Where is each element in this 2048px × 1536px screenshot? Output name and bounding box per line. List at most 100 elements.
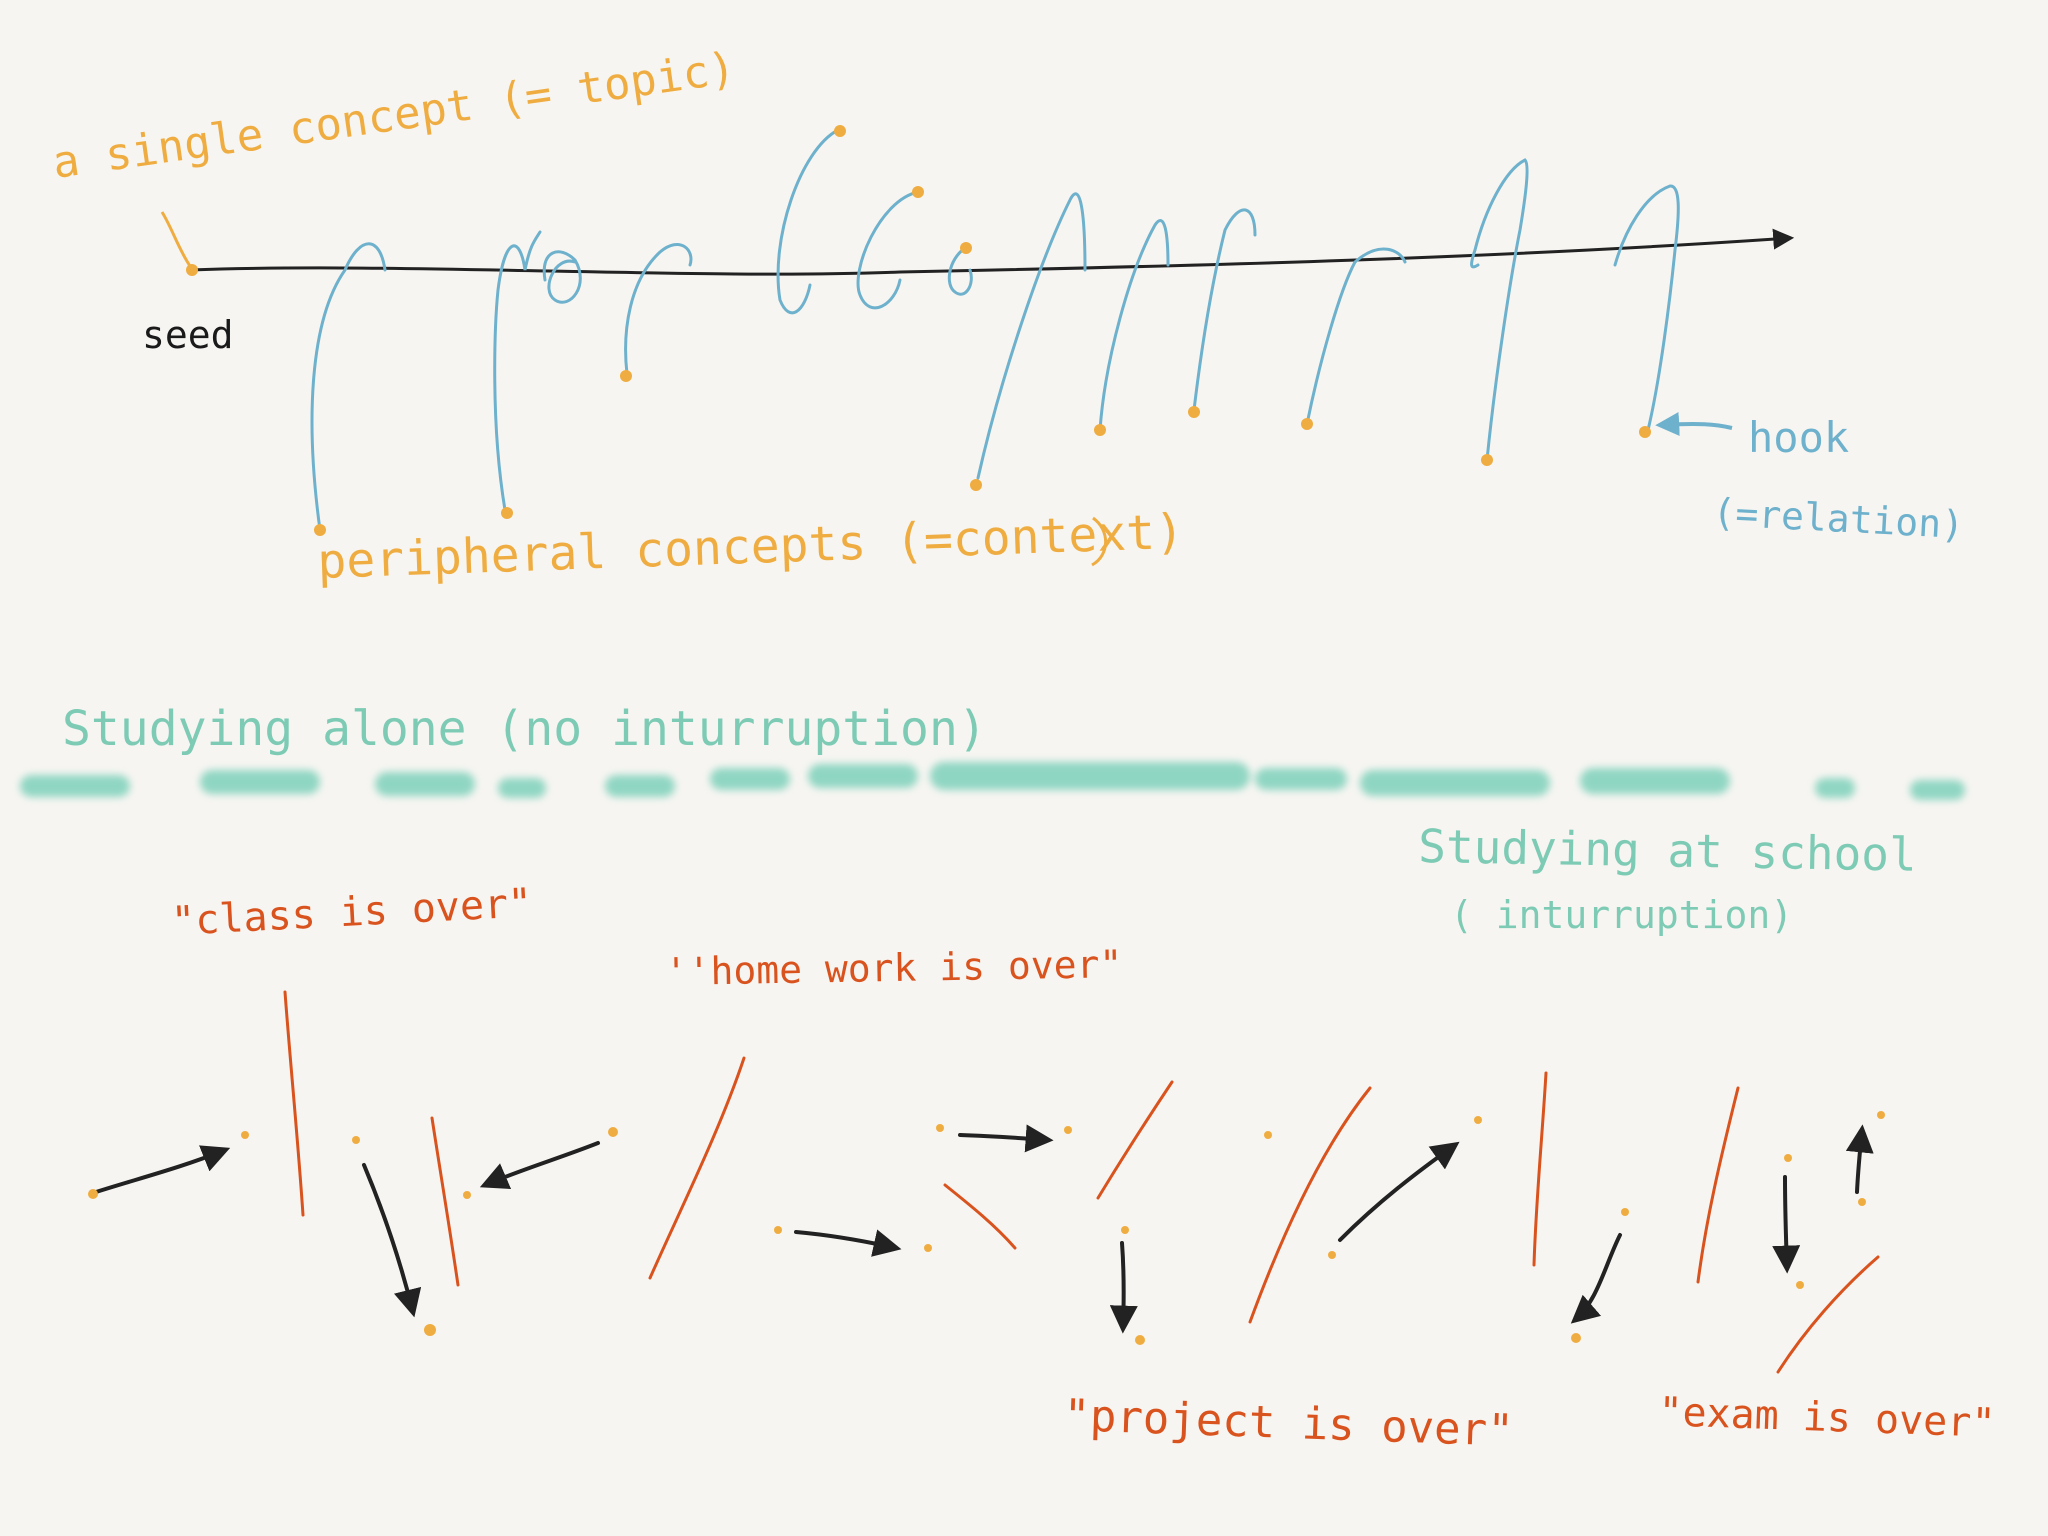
alone-dashed-line <box>20 762 1965 800</box>
interrupt-line <box>430 1116 460 1287</box>
concept-dot <box>241 1131 249 1139</box>
interrupt-line <box>1696 1086 1740 1284</box>
concept-dot <box>1121 1226 1129 1234</box>
hook-8 <box>976 192 1087 480</box>
context-brace <box>1091 516 1108 567</box>
hooks <box>310 128 1680 532</box>
concept-dot <box>88 1189 98 1199</box>
alone-label: Studying alone (no inturruption) <box>62 701 987 757</box>
study-arrow <box>794 1229 902 1257</box>
dash <box>20 775 130 797</box>
hook-12 <box>1470 158 1529 462</box>
interrupt-line <box>1096 1080 1174 1200</box>
dash <box>605 775 675 797</box>
topic-label: a single concept (= topic) <box>49 43 738 189</box>
concept-dot <box>912 186 924 198</box>
hook-4 <box>624 243 693 376</box>
dash <box>1815 778 1855 798</box>
hook-3 <box>542 250 582 304</box>
dash <box>1360 770 1550 796</box>
concept-dot <box>774 1226 782 1234</box>
study-arrow <box>1338 1141 1460 1242</box>
interrupt-line <box>1532 1071 1548 1267</box>
school-label: Studying at school <box>1418 819 1917 882</box>
dash <box>808 764 918 788</box>
concept-dot <box>501 507 513 519</box>
concept-dot <box>1135 1335 1145 1345</box>
peripheral-dots <box>314 125 1651 536</box>
seed-dot <box>186 264 198 276</box>
dash <box>498 778 546 798</box>
topic-diagram <box>160 125 1795 567</box>
concept-dot <box>1639 426 1651 438</box>
dash <box>1910 780 1965 800</box>
school-sub-label: ( inturruption) <box>1450 893 1793 937</box>
concept-dot <box>1064 1126 1072 1134</box>
class-over-label: "class is over" <box>170 880 533 945</box>
seed-label: seed <box>142 313 234 357</box>
interrupt-line <box>1248 1086 1372 1324</box>
concept-dot <box>1094 424 1106 436</box>
topic-timeline-arrow <box>188 228 1795 276</box>
hook-11 <box>1305 247 1407 426</box>
concept-dot <box>1796 1281 1804 1289</box>
concept-dot <box>1264 1131 1272 1139</box>
concept-dot <box>1328 1251 1336 1259</box>
hook-1 <box>310 242 387 532</box>
hook-10 <box>1192 208 1257 412</box>
hook-13 <box>1613 184 1680 432</box>
concept-dot <box>924 1244 932 1252</box>
hook-2 <box>493 230 542 512</box>
concept-dot <box>424 1324 436 1336</box>
interrupt-line <box>1776 1255 1880 1374</box>
study-arrow <box>479 1141 600 1190</box>
concept-dot <box>1474 1116 1482 1124</box>
study-concept-dots <box>88 1111 1885 1345</box>
concept-dot <box>608 1127 618 1137</box>
concept-dot <box>463 1191 471 1199</box>
study-arrow <box>1845 1124 1874 1194</box>
concept-dot <box>1621 1208 1629 1216</box>
interruption-strokes <box>283 990 1880 1374</box>
concept-dot <box>970 479 982 491</box>
dash <box>710 768 790 790</box>
concept-dot <box>1571 1333 1581 1343</box>
concept-dot <box>620 370 632 382</box>
hook-label: hook <box>1748 413 1849 462</box>
study-arrows <box>94 1124 1874 1334</box>
study-arrow <box>1772 1175 1801 1274</box>
interrupt-line <box>283 990 305 1217</box>
study-arrow <box>362 1163 422 1318</box>
concept-dot <box>352 1136 360 1144</box>
context-label: peripheral concepts (=context) <box>316 504 1184 590</box>
dash <box>200 770 320 794</box>
dash <box>375 772 475 796</box>
hook-sub-label: (=relation) <box>1712 490 1966 547</box>
hook-5 <box>776 128 840 315</box>
study-arrow <box>958 1124 1054 1153</box>
homework-over-label: ''home work is over" <box>664 942 1122 994</box>
concept-dot <box>1877 1111 1885 1119</box>
interrupt-line <box>648 1056 746 1280</box>
concept-dot <box>314 524 326 536</box>
hook-7 <box>947 246 973 296</box>
concept-dot <box>1301 418 1313 430</box>
hook-6 <box>856 190 920 310</box>
topic-leader-line <box>160 211 192 267</box>
concept-dot <box>936 1124 944 1132</box>
interrupt-line <box>943 1183 1017 1250</box>
dash <box>1255 768 1347 790</box>
concept-dot <box>1784 1154 1792 1162</box>
dash <box>1580 768 1730 794</box>
concept-dot <box>960 242 972 254</box>
concept-dot <box>834 125 846 137</box>
concept-dot <box>1188 406 1200 418</box>
study-arrow <box>1109 1241 1138 1334</box>
study-arrow <box>1570 1233 1622 1324</box>
concept-dot <box>1858 1198 1866 1206</box>
hook-9 <box>1098 219 1170 432</box>
study-arrow <box>94 1145 231 1194</box>
exam-over-label: "exam is over" <box>1658 1389 1997 1447</box>
